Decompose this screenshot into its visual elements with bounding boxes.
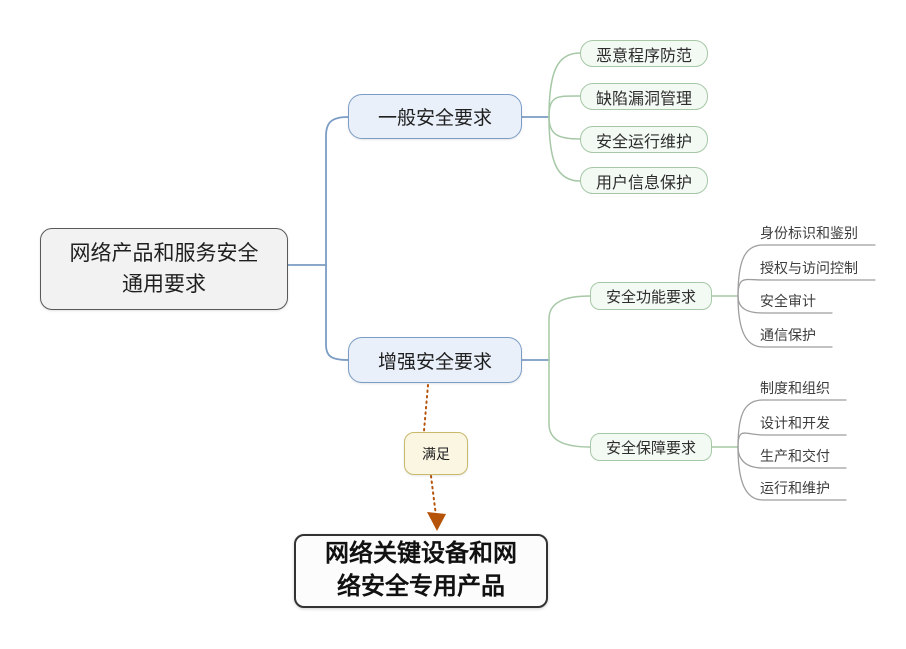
production-delivery-label: 生产和交付: [760, 448, 830, 464]
leaf-operation-maintenance[interactable]: 运行和维护: [760, 479, 830, 498]
general-security-label: 一般安全要求: [377, 108, 492, 129]
enhanced-security-label: 增强安全要求: [377, 351, 492, 373]
connector-enhanced-bracket: [548, 295, 591, 448]
arrowhead-icon: [427, 512, 446, 531]
leaf-access-control[interactable]: 授权与访问控制: [760, 259, 858, 278]
connector-general-child-2: [548, 95, 581, 118]
node-secure-operation[interactable]: 安全运行维护: [580, 126, 708, 153]
relation-dotted-line-top: [423, 384, 429, 432]
relation-label: 满足: [422, 445, 450, 462]
node-malware-prevention[interactable]: 恶意程序防范: [580, 40, 708, 67]
connector-general-child-1: [548, 52, 581, 118]
security-audit-label: 安全审计: [760, 293, 816, 309]
malware-prevention-label: 恶意程序防范: [595, 47, 692, 65]
leaf-system-organization[interactable]: 制度和组织: [760, 379, 830, 398]
security-assurance-label: 安全保障要求: [605, 439, 696, 457]
identity-authentication-label: 身份标识和鉴别: [760, 225, 858, 241]
vulnerability-management-label: 缺陷漏洞管理: [595, 90, 692, 108]
node-enhanced-security[interactable]: 增强安全要求: [348, 337, 522, 383]
operation-maintenance-label: 运行和维护: [760, 480, 830, 496]
communication-protection-label: 通信保护: [760, 327, 816, 343]
leaf-security-audit[interactable]: 安全审计: [760, 292, 816, 311]
node-general-security[interactable]: 一般安全要求: [348, 94, 522, 139]
node-vulnerability-management[interactable]: 缺陷漏洞管理: [580, 83, 708, 110]
system-organization-label: 制度和组织: [760, 380, 830, 396]
node-root-topic[interactable]: 网络产品和服务安全通用要求: [40, 228, 288, 310]
access-control-label: 授权与访问控制: [760, 260, 858, 276]
security-function-label: 安全功能要求: [605, 288, 696, 306]
node-target-product[interactable]: 网络关键设备和网络安全专用产品: [294, 534, 548, 608]
connector-general-child-3: [548, 116, 581, 140]
node-security-assurance[interactable]: 安全保障要求: [590, 433, 712, 461]
connector-assurance-child-2: [737, 432, 847, 448]
leaf-design-development[interactable]: 设计和开发: [760, 414, 830, 433]
target-product-label: 网络关键设备和网络安全专用产品: [325, 541, 517, 600]
design-development-label: 设计和开发: [760, 415, 830, 431]
relation-label-node[interactable]: 满足: [404, 432, 468, 475]
node-security-function[interactable]: 安全功能要求: [590, 282, 712, 310]
relation-dotted-line-bottom: [430, 475, 437, 517]
connector-general-child-4: [548, 116, 581, 182]
leaf-identity-authentication[interactable]: 身份标识和鉴别: [760, 224, 858, 243]
root-topic-label: 网络产品和服务安全通用要求: [69, 242, 259, 296]
leaf-communication-protection[interactable]: 通信保护: [760, 326, 816, 345]
connector-root-trunk: [325, 116, 349, 361]
user-info-protection-label: 用户信息保护: [595, 174, 692, 192]
leaf-production-delivery[interactable]: 生产和交付: [760, 447, 830, 466]
node-user-info-protection[interactable]: 用户信息保护: [580, 167, 708, 194]
secure-operation-label: 安全运行维护: [595, 133, 692, 151]
